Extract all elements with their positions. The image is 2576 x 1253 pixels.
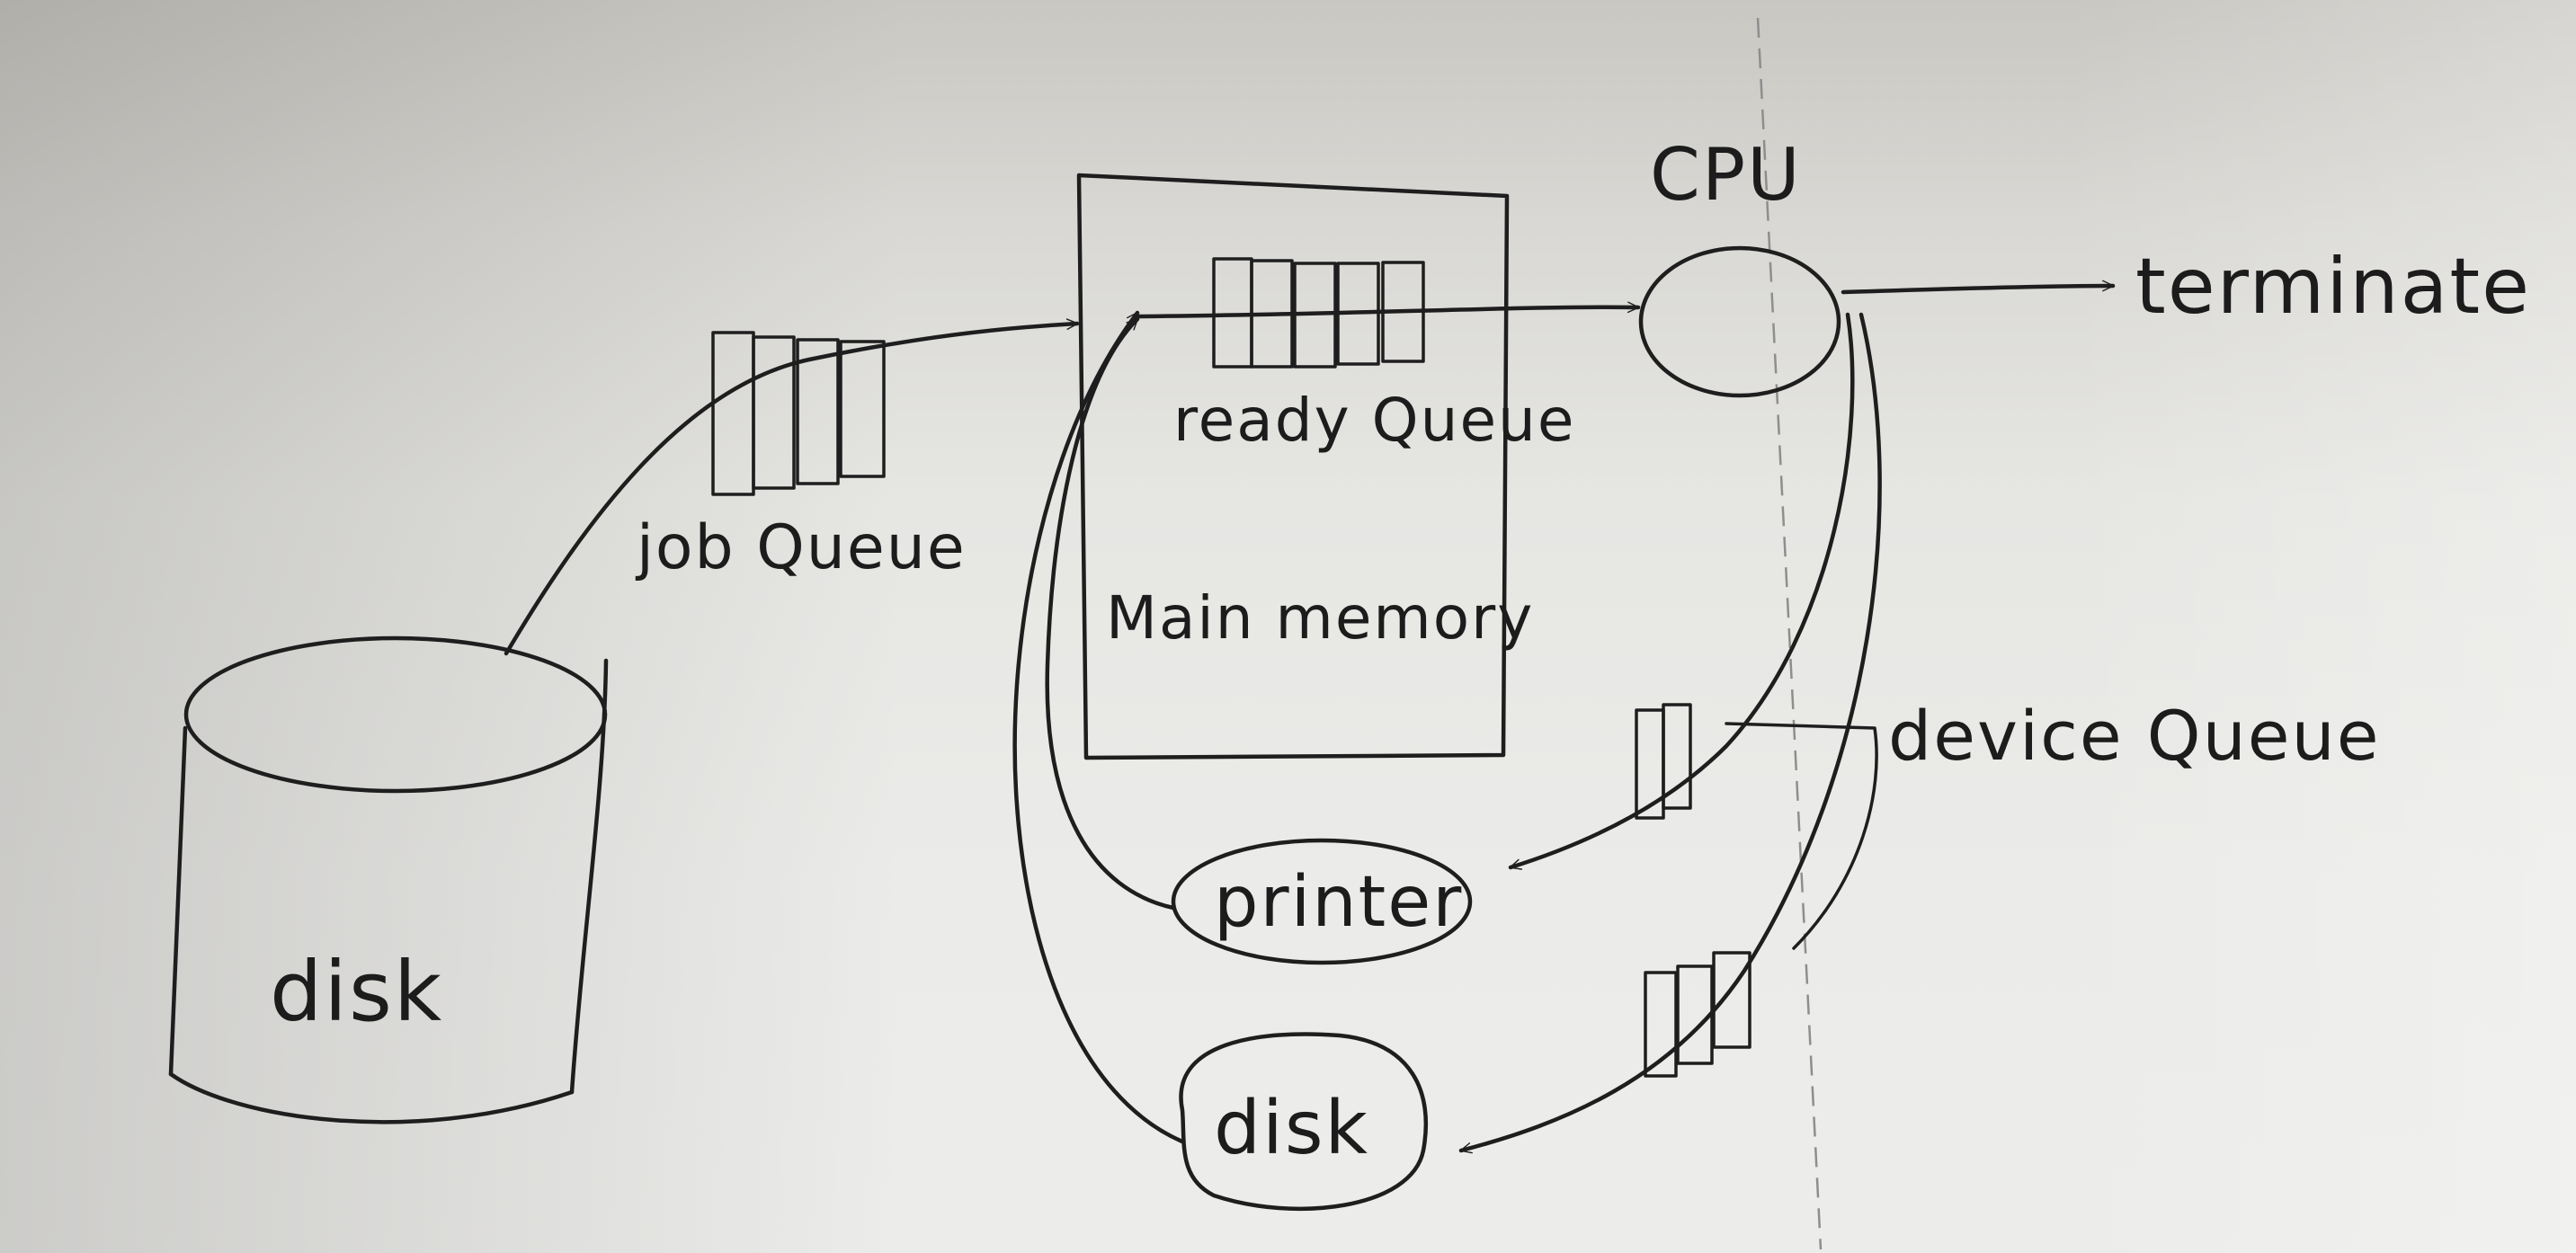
memory-to-cpu-arrow [1135, 301, 1641, 319]
disk-to-memory-arrow [504, 318, 1080, 656]
terminate-arrow [1841, 280, 2116, 295]
paper-fold-line [1756, 17, 1823, 1250]
printer-label: printer [1214, 862, 1463, 943]
main-memory-box [1076, 173, 1510, 760]
device-queue-label: device Queue [1888, 696, 2380, 776]
disk-cylinder: disk [168, 635, 609, 1124]
device-queue-blocks-upper [1635, 703, 1692, 820]
disk-device [1179, 1032, 1429, 1212]
cpu-circle [1638, 245, 1841, 398]
printer-to-ready-queue-arrow [1045, 316, 1176, 911]
device-queue-pointer [1725, 722, 1878, 950]
cpu-label: CPU [1650, 133, 1802, 217]
disk-cylinder-label: disk [270, 944, 443, 1040]
printer-device [1171, 838, 1473, 965]
device-queue-blocks-lower [1644, 951, 1752, 1078]
cpu-to-disk-arrow [1458, 312, 1882, 1154]
cpu-to-printer-arrow [1508, 312, 1855, 870]
terminate-label: terminate [2135, 242, 2531, 332]
ready-queue-label: ready Queue [1173, 386, 1576, 455]
main-memory-label: Main memory [1106, 583, 1534, 653]
job-queue-label: job Queue [635, 512, 967, 583]
disk-to-ready-queue-arrow [1012, 310, 1185, 1144]
job-queue-blocks [711, 331, 886, 496]
disk-device-label: disk [1214, 1086, 1369, 1171]
